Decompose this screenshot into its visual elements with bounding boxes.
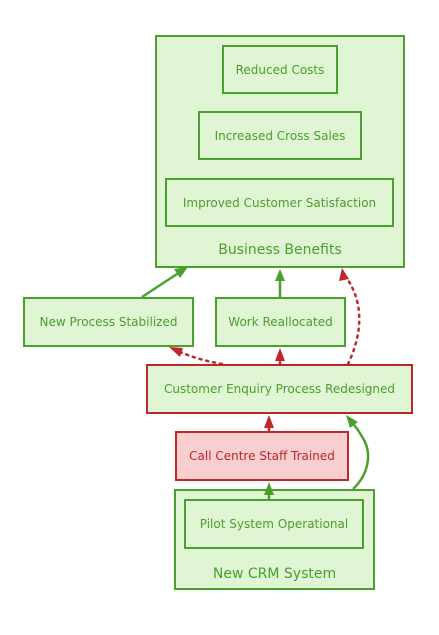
node-pilot-system-operational[interactable]: Pilot System Operational	[184, 499, 364, 549]
node-customer-enquiry-process-redesigned-label: Customer Enquiry Process Redesigned	[163, 382, 396, 396]
node-improved-customer-satisfaction-label: Improved Customer Satisfaction	[182, 195, 377, 210]
node-reduced-costs[interactable]: Reduced Costs	[222, 45, 338, 94]
node-reduced-costs-label: Reduced Costs	[235, 62, 325, 77]
node-call-centre-staff-trained-label: Call Centre Staff Trained	[189, 449, 335, 463]
node-new-process-stabilized[interactable]: New Process Stabilized	[23, 297, 194, 347]
edge-stabilized-to-benefits	[141, 270, 181, 299]
node-improved-customer-satisfaction[interactable]: Improved Customer Satisfaction	[165, 178, 394, 227]
edge-trained-to-redesigned-arrowhead	[264, 415, 274, 428]
node-work-reallocated-label: Work Reallocated	[228, 315, 333, 329]
edge-redesigned-to-benefits-arrowhead	[339, 268, 349, 281]
node-call-centre-staff-trained[interactable]: Call Centre Staff Trained	[175, 431, 349, 481]
edge-redesigned-to-benefits	[346, 278, 361, 366]
node-increased-cross-sales-label: Increased Cross Sales	[214, 128, 346, 143]
node-work-reallocated[interactable]: Work Reallocated	[215, 297, 346, 347]
edge-redesigned-to-reallocated-arrowhead	[275, 348, 285, 361]
edge-redesigned-to-stabilized	[178, 350, 224, 366]
edge-stabilized-to-benefits-arrowhead	[174, 267, 188, 278]
node-new-process-stabilized-label: New Process Stabilized	[39, 315, 178, 329]
node-pilot-system-operational-label: Pilot System Operational	[199, 517, 349, 531]
node-increased-cross-sales[interactable]: Increased Cross Sales	[198, 111, 362, 160]
node-customer-enquiry-process-redesigned[interactable]: Customer Enquiry Process Redesigned	[146, 364, 413, 414]
edge-reallocated-to-benefits-arrowhead	[275, 269, 285, 281]
edge-crm-to-redesigned-arrowhead	[346, 415, 358, 428]
edge-redesigned-to-stabilized-arrowhead	[169, 347, 183, 357]
business-benefits-label: Business Benefits	[218, 242, 342, 258]
new-crm-system-label: New CRM System	[212, 566, 337, 582]
edge-crm-to-redesigned	[352, 424, 370, 490]
